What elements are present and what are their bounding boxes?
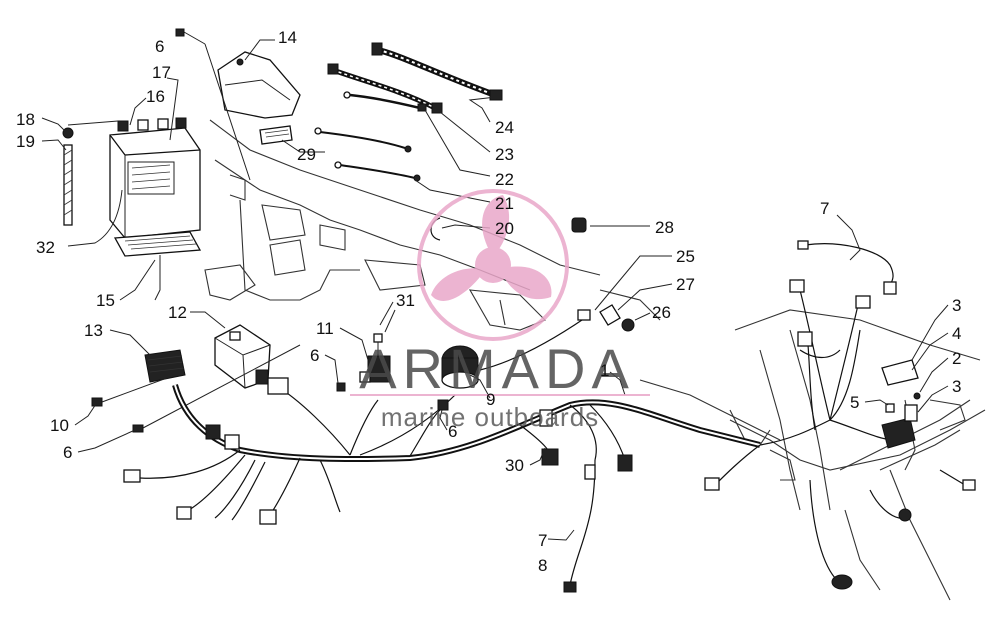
callout-30: 30 (505, 456, 524, 475)
callout-7: 7 (820, 199, 829, 218)
callout-20: 20 (495, 219, 514, 238)
strap-line-2 (154, 255, 161, 301)
relay-11 (359, 333, 391, 383)
switch-assembly (881, 359, 921, 449)
callout-9: 9 (486, 390, 495, 409)
callout-22: 22 (495, 170, 514, 189)
callout-2: 2 (952, 349, 961, 368)
connector-27 (599, 304, 635, 332)
bolt-6b (336, 382, 346, 392)
battery (109, 117, 201, 239)
callout-10: 10 (50, 416, 69, 435)
callout-6-mid: 6 (448, 422, 457, 441)
callout-3: 3 (952, 296, 961, 315)
callout-31: 31 (396, 291, 415, 310)
callout-29: 29 (297, 145, 316, 164)
callout-12: 12 (168, 303, 187, 322)
callout-27: 27 (676, 275, 695, 294)
sensor-cable-7 (797, 240, 897, 295)
battery-pad (113, 231, 202, 257)
callout-17: 17 (152, 63, 171, 82)
bolt-top (175, 28, 251, 181)
callout-8: 8 (538, 556, 547, 575)
callout-7-lower: 7 (538, 531, 547, 550)
battery-cable-23 (327, 63, 443, 114)
watermark-brand: ARMADA (359, 337, 635, 400)
callout-labels: 14 6 17 16 18 19 32 15 29 24 23 22 21 20… (16, 28, 961, 575)
callout-6-bottom: 6 (63, 443, 72, 462)
callout-1: 1 (600, 361, 609, 380)
line-31 (384, 309, 396, 333)
callout-15: 15 (96, 291, 115, 310)
callout-11: 11 (316, 319, 334, 338)
watermark-tagline: marine outboards (381, 402, 599, 432)
callout-13: 13 (84, 321, 103, 340)
callout-21: 21 (495, 194, 514, 213)
callout-6-relay: 6 (310, 346, 319, 365)
rubber-cap-28 (571, 217, 587, 233)
bracket-pad (259, 125, 293, 145)
clip-20 (430, 217, 441, 241)
main-wiring-harness (123, 309, 761, 593)
battery-cable-24 (371, 42, 503, 101)
voltage-regulator (144, 349, 186, 383)
armada-watermark: ARMADA marine outboards (350, 189, 650, 432)
cdi-unit (214, 324, 271, 389)
callout-23: 23 (495, 145, 514, 164)
battery-bracket (217, 51, 301, 119)
ignition-coil (441, 345, 479, 389)
callout-4: 4 (952, 324, 961, 343)
callout-14: 14 (278, 28, 297, 47)
ground-cable-21 (314, 127, 421, 182)
battery-strap (62, 127, 74, 226)
callout-26: 26 (652, 303, 671, 322)
callout-3-lower: 3 (952, 377, 961, 396)
propeller-icon (417, 189, 569, 341)
callout-16: 16 (146, 87, 165, 106)
callout-24: 24 (495, 118, 514, 137)
strap-line (67, 120, 119, 126)
bolt-10 (91, 374, 176, 407)
ground-cable-22 (343, 91, 427, 112)
callout-28: 28 (655, 218, 674, 237)
rear-wiring-harness (704, 279, 976, 590)
callout-25: 25 (676, 247, 695, 266)
callout-19: 19 (16, 132, 35, 151)
callout-18: 18 (16, 110, 35, 129)
bolt-6c (132, 344, 301, 433)
leader-lines (41, 39, 949, 541)
callout-5: 5 (850, 393, 859, 412)
frame-outline (204, 119, 986, 601)
callout-32: 32 (36, 238, 55, 257)
callout-6: 6 (155, 37, 164, 56)
